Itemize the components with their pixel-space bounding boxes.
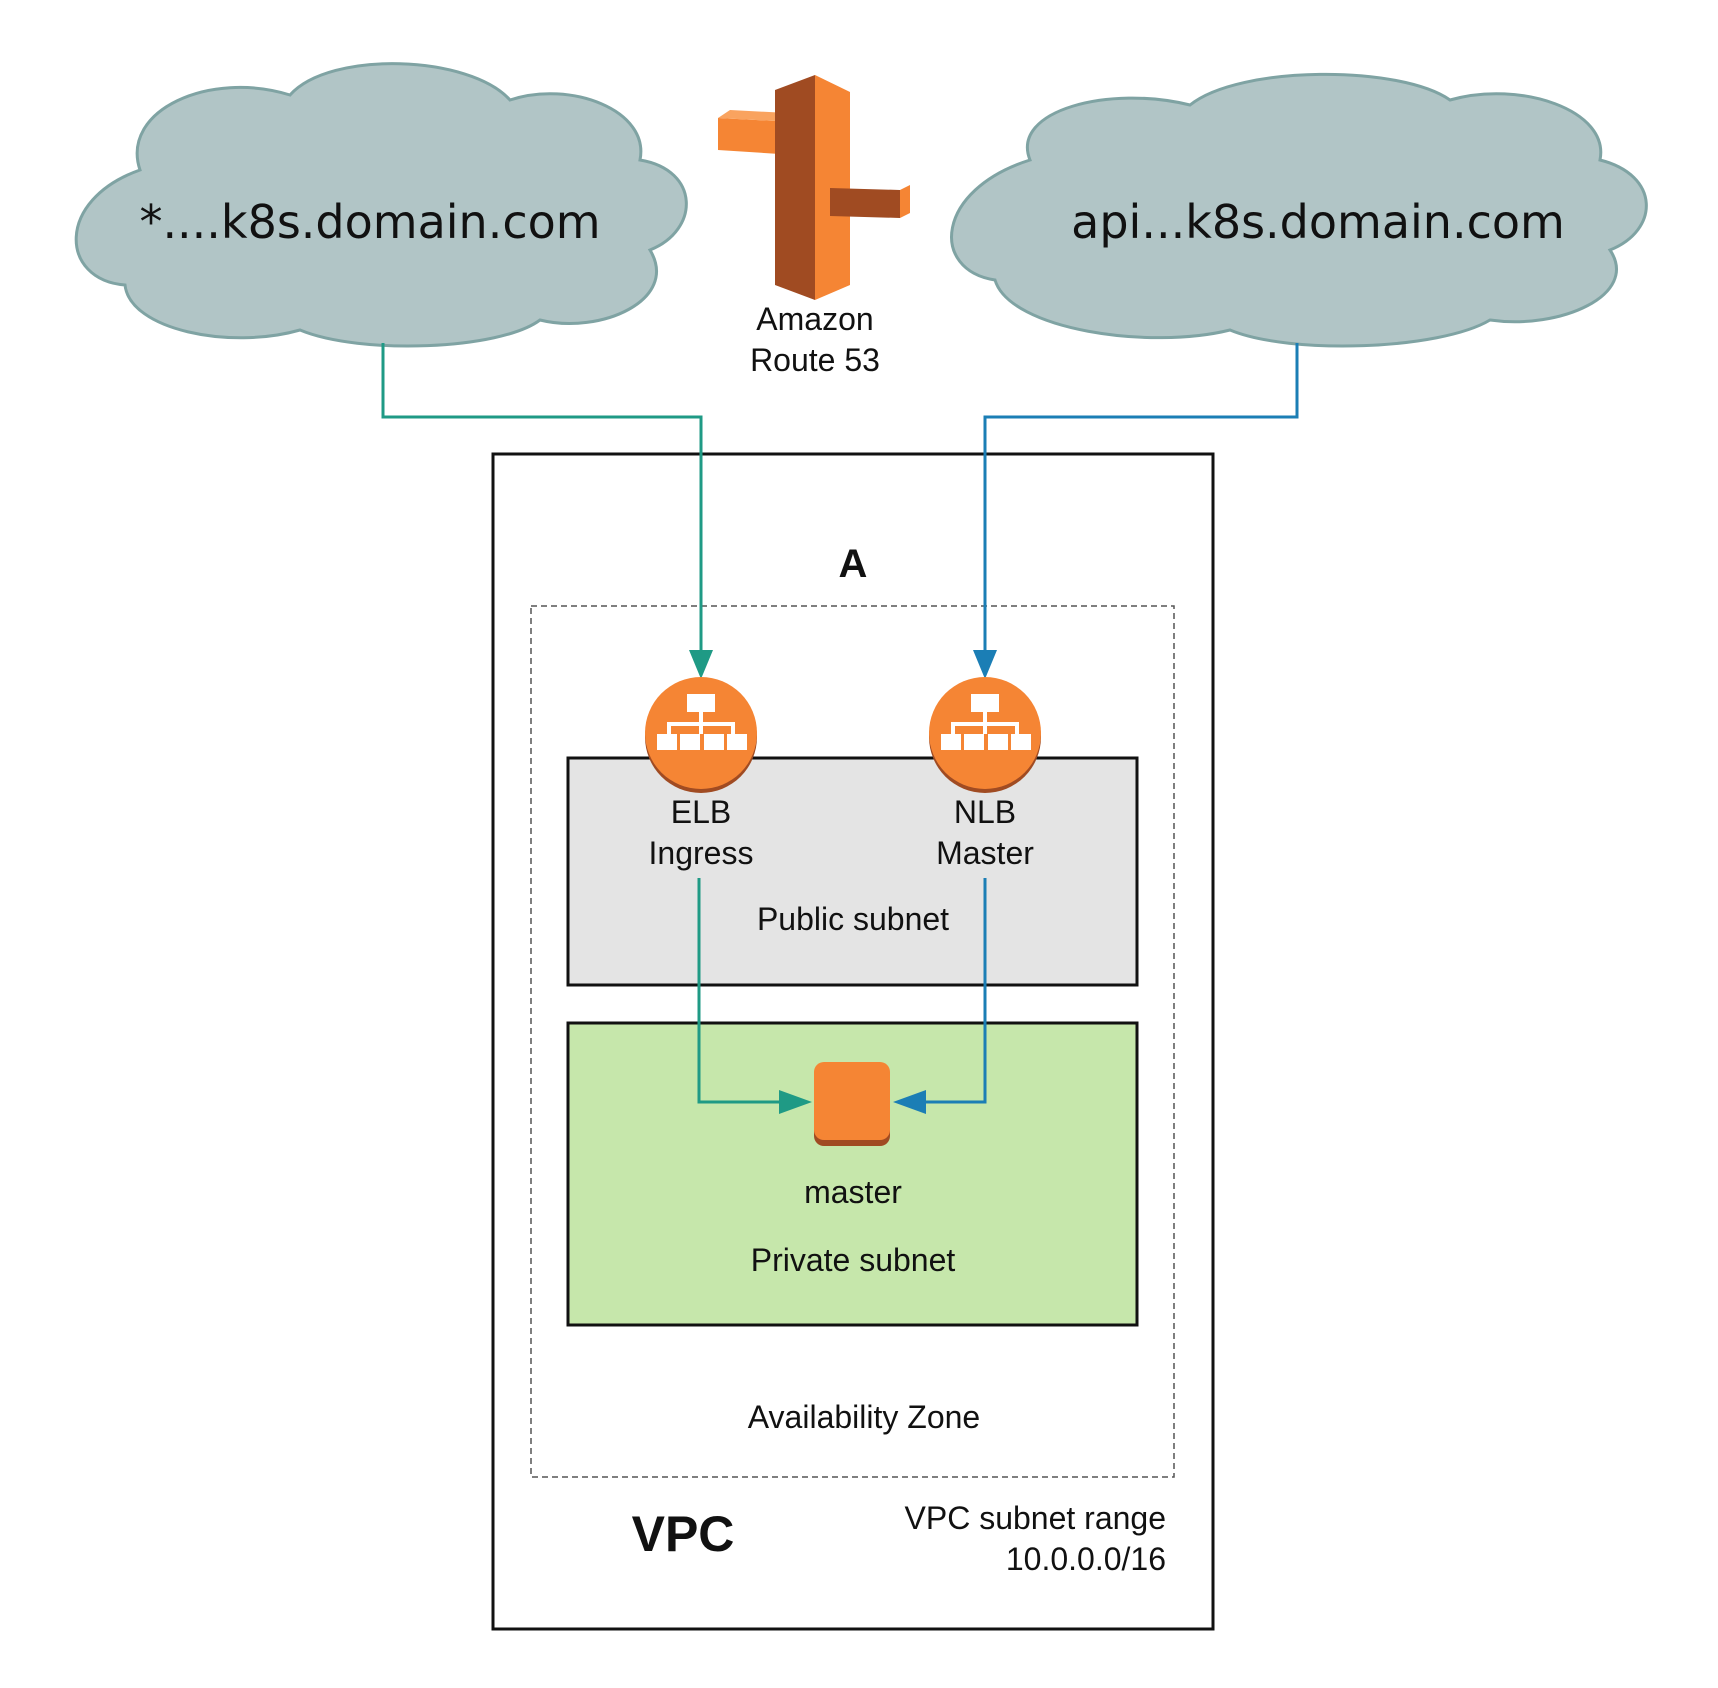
connector-cloud-left-to-elb (381, 343, 703, 668)
load-balancer-icon (929, 677, 1041, 793)
arrowhead-nlb (973, 650, 997, 679)
connector-nlb-to-master (905, 878, 987, 1104)
nlb-label-line1: NLB (954, 794, 1016, 830)
vpc-subnet-range-value: 10.0.0.0/16 (1006, 1541, 1166, 1577)
cloud-left: *....k8s.domain.com (74, 62, 688, 348)
elb-node: ELB Ingress (645, 677, 757, 871)
vpc-subnet-range-label: VPC subnet range (905, 1500, 1167, 1536)
vpc-title: VPC (632, 1506, 735, 1562)
private-subnet-label: Private subnet (751, 1242, 956, 1278)
arrowhead-elb (689, 650, 713, 679)
nlb-label-line2: Master (936, 835, 1034, 871)
instance-icon (814, 1062, 890, 1146)
arrowhead-master-right (893, 1090, 926, 1114)
nlb-node: NLB Master (929, 677, 1041, 871)
route53-label-line2: Route 53 (750, 342, 880, 378)
availability-zone-label: Availability Zone (748, 1399, 980, 1435)
route53-icon (718, 75, 910, 300)
cloud-right-text: api...k8s.domain.com (1071, 195, 1565, 249)
connector-elb-to-master (697, 878, 790, 1104)
cloud-right: api...k8s.domain.com (950, 72, 1648, 348)
arrowhead-master-left (779, 1090, 812, 1114)
elb-label-line2: Ingress (649, 835, 754, 871)
master-node: master (804, 1062, 902, 1210)
elb-label-line1: ELB (671, 794, 731, 830)
cloud-icon (74, 62, 688, 348)
route53-label-line1: Amazon (756, 301, 873, 337)
availability-zone-box (530, 605, 1175, 1478)
public-subnet-box (566, 756, 1139, 987)
cloud-icon (950, 72, 1648, 348)
load-balancer-icon (645, 677, 757, 793)
public-subnet-label: Public subnet (757, 901, 949, 937)
connector-cloud-right-to-nlb (983, 343, 1299, 668)
az-id: A (839, 542, 868, 586)
master-label: master (804, 1174, 902, 1210)
cloud-left-text: *....k8s.domain.com (139, 195, 600, 249)
